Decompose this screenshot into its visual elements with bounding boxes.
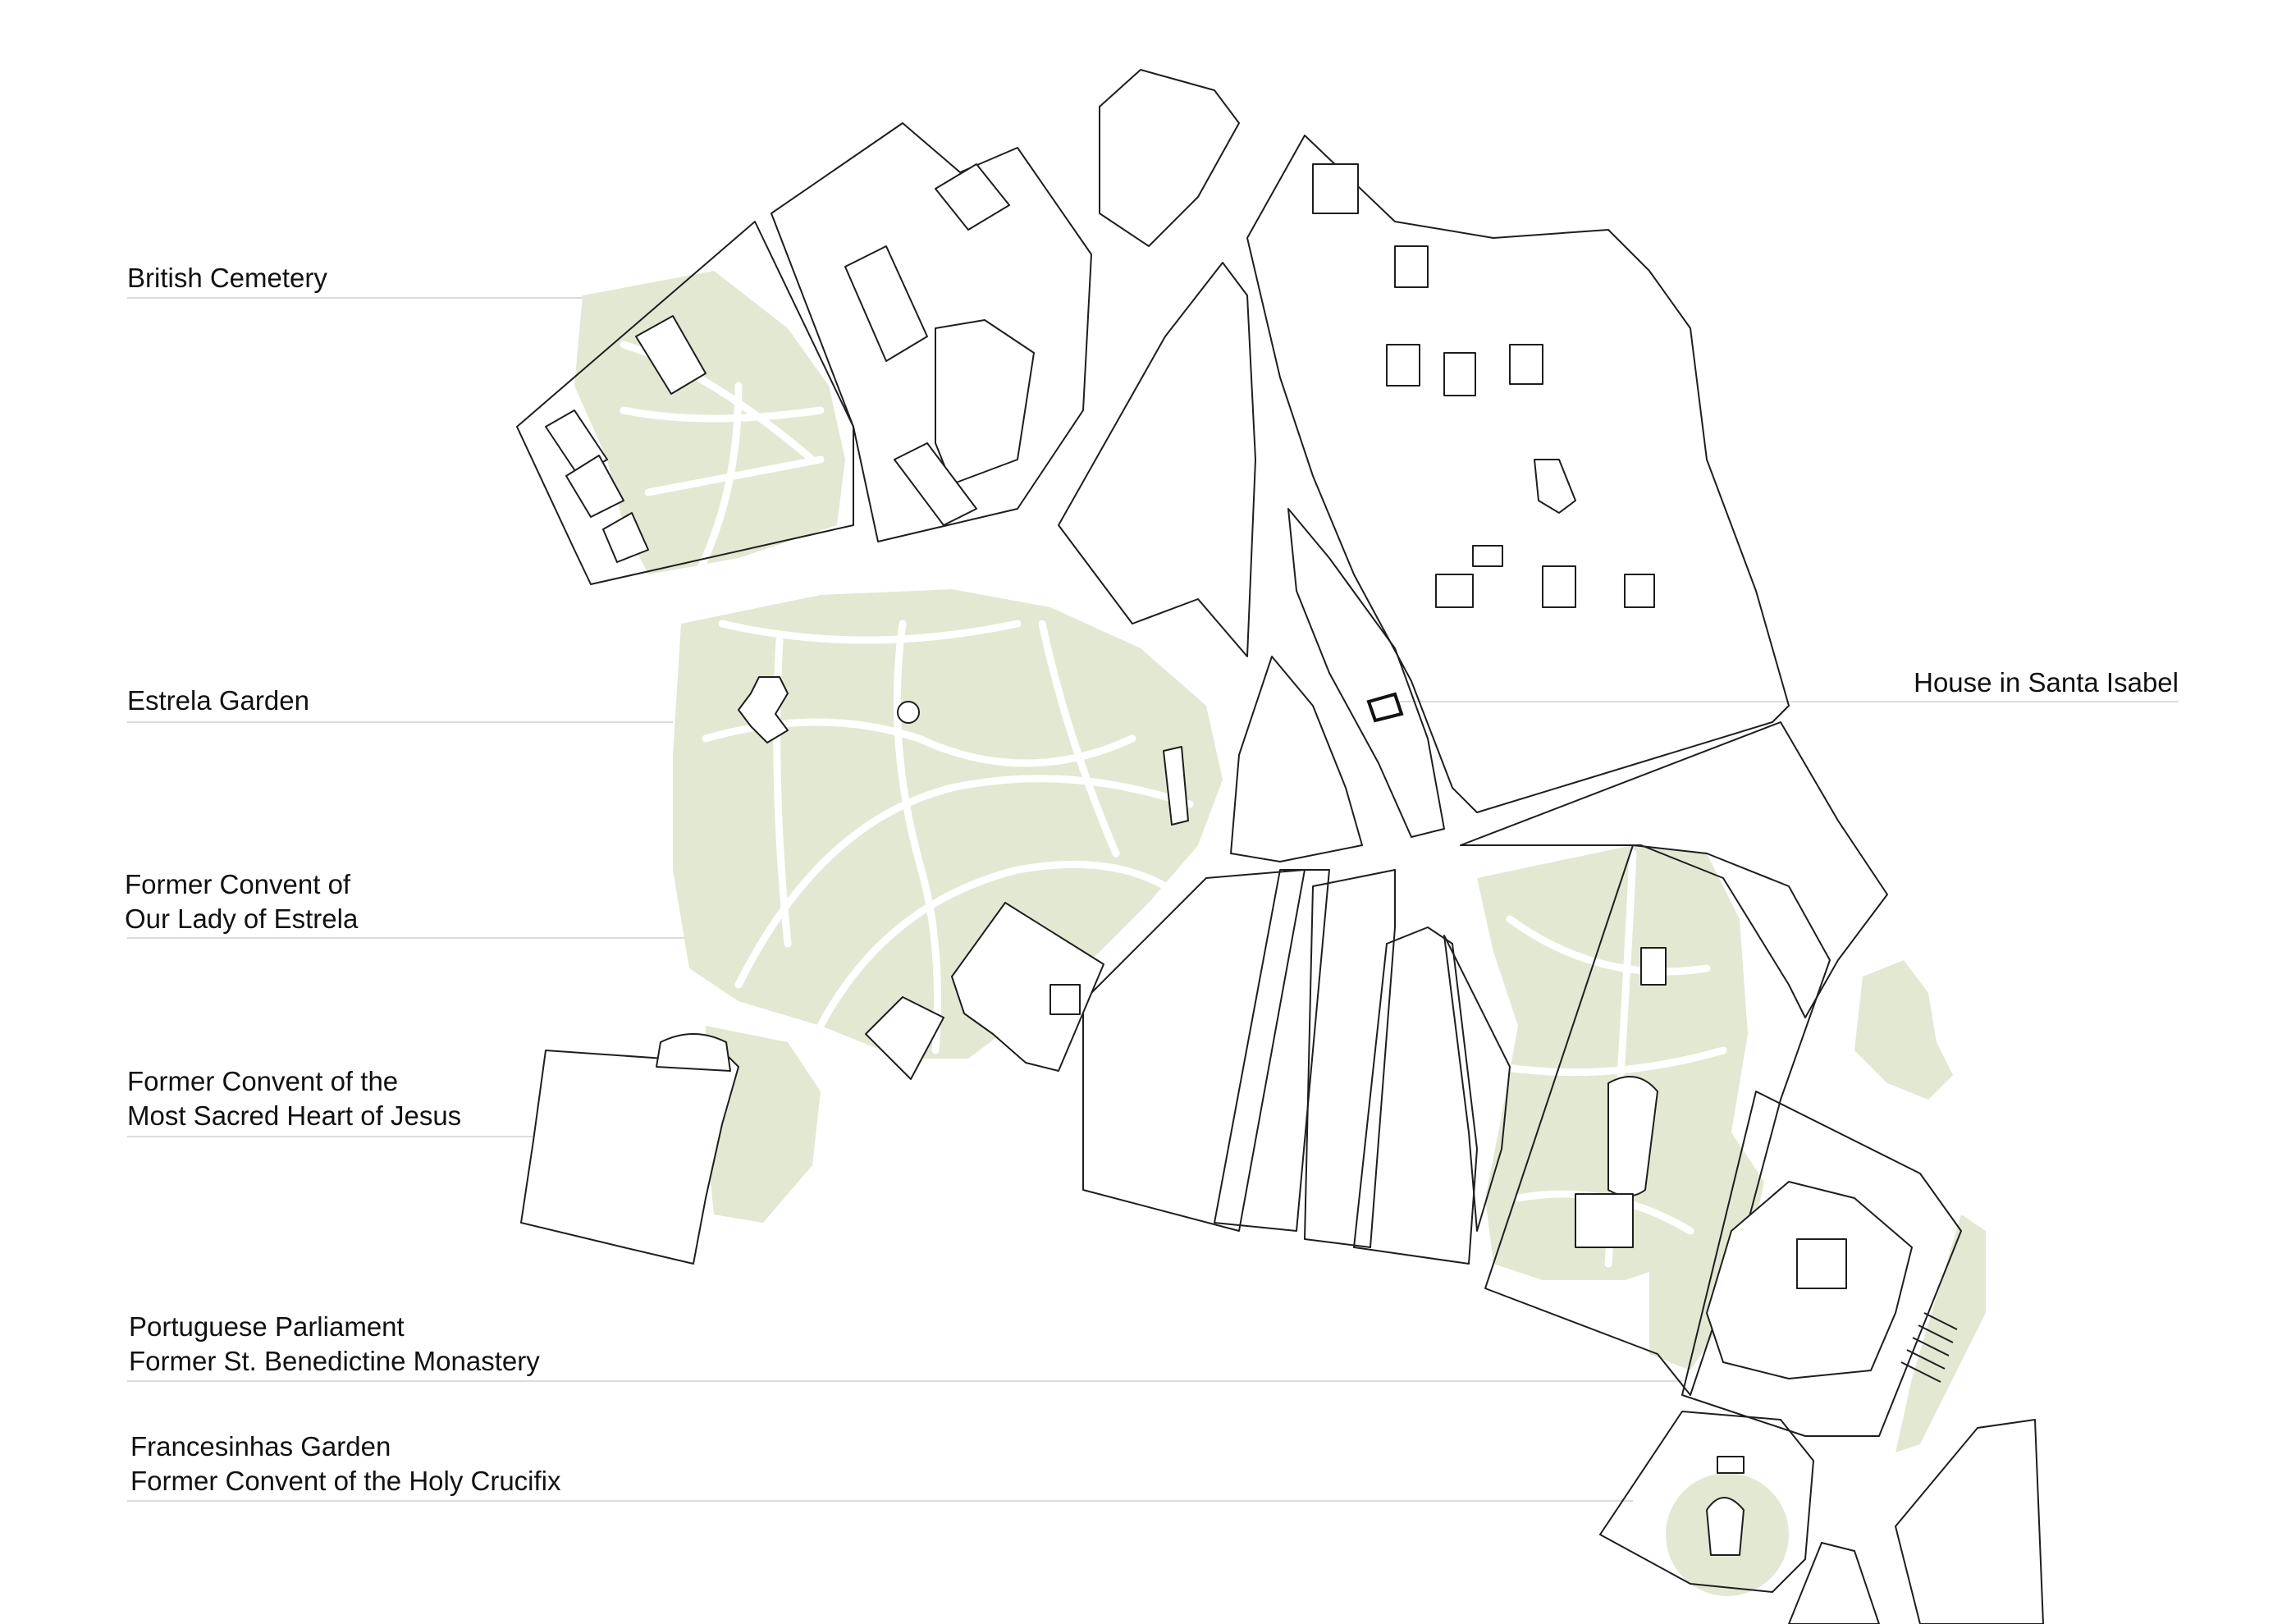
block-thin-wedge: [1287, 508, 1445, 838]
building-ne-i: [1394, 245, 1429, 288]
label-estrela-garden-line-1: Estrela Garden: [127, 685, 309, 716]
block-parliament: [1484, 844, 1831, 1396]
block-south-bottom: [1788, 1542, 1880, 1624]
building-francesinhas-kiosk: [1717, 1456, 1745, 1474]
building-nw-strip: [894, 442, 977, 526]
building-ne-g: [1624, 574, 1655, 608]
path-estrela-1: [718, 620, 1022, 644]
label-francesinhas-line-2: Former Convent of the Holy Crucifix: [130, 1466, 561, 1496]
building-ne-h: [1312, 163, 1359, 214]
block-south-east: [1895, 1419, 2044, 1624]
label-francesinhas: Francesinhas Garden Former Convent of th…: [130, 1430, 561, 1498]
block-north-west: [771, 122, 1092, 542]
path-cemetery-4: [693, 382, 743, 579]
building-estrela-pavilion: [738, 676, 789, 743]
label-british-cemetery: British Cemetery: [127, 261, 327, 295]
label-convent-estrela-line-1: Former Convent of: [125, 869, 351, 899]
building-cemetery-sw: [565, 455, 624, 518]
block-parliament-east: [1681, 1091, 1962, 1437]
green-east-strip: [1895, 1215, 1986, 1452]
block-north-east: [1246, 135, 1790, 813]
building-ne-e: [1435, 574, 1474, 608]
building-ne-b: [1443, 352, 1476, 396]
path-parliament-1: [1506, 915, 1711, 976]
path-estrela-4: [816, 860, 1169, 1030]
label-francesinhas-line-1: Francesinhas Garden: [130, 1431, 391, 1462]
building-nw-top: [935, 163, 1010, 231]
path-cemetery-3: [644, 455, 825, 496]
label-british-cemetery-line-1: British Cemetery: [127, 263, 327, 293]
building-sacred-heart: [520, 1041, 739, 1265]
block-south-west-b: [1214, 869, 1330, 1232]
building-nw-long: [935, 319, 1035, 485]
green-spaces: [568, 271, 1986, 1596]
label-house-santa-isabel-line-1: House in Santa Isabel: [1914, 667, 2179, 698]
building-sacred-heart-apse: [656, 1033, 731, 1072]
label-parliament-line-1: Portuguese Parliament: [129, 1311, 405, 1342]
label-convent-sacred-heart-line-1: Former Convent of the: [127, 1066, 399, 1096]
path-estrela-5: [893, 620, 941, 1054]
path-cemetery-2: [620, 406, 825, 423]
label-convent-estrela-line-2: Our Lady of Estrela: [125, 903, 359, 934]
building-ne-d: [1472, 545, 1503, 567]
block-north-strip: [1099, 69, 1240, 247]
building-estrela-lakehouse: [1163, 746, 1189, 826]
label-convent-estrela: Former Convent of Our Lady of Estrela: [125, 867, 358, 936]
label-convent-sacred-heart-line-2: Most Sacred Heart of Jesus: [127, 1100, 462, 1131]
label-estrela-garden: Estrela Garden: [127, 684, 309, 718]
building-basilica-dome: [1049, 984, 1081, 1015]
label-parliament: Portuguese Parliament Former St. Benedic…: [129, 1310, 540, 1379]
building-ne-f: [1542, 565, 1576, 608]
city-blocks: [516, 69, 2044, 1624]
block-british-cemetery: [516, 221, 854, 585]
building-parliament-kiosk: [1640, 947, 1667, 986]
green-estrela-garden: [673, 589, 1223, 1059]
green-parliament-strip: [1641, 1132, 1764, 1370]
path-parliament-2: [1498, 1046, 1727, 1077]
building-cemetery-south: [602, 512, 649, 563]
building-cemetery-chapel: [635, 315, 707, 395]
block-south-central-b: [1353, 926, 1478, 1265]
block-north-wedge: [1058, 262, 1256, 657]
block-east-long: [1460, 721, 1888, 1018]
block-francesinhas: [1599, 1411, 1814, 1593]
building-ne-a: [1386, 344, 1420, 387]
parliament-stairs: [1900, 1312, 1958, 1383]
leader-lines: [127, 297, 2179, 1502]
building-estrela-bandstand: [897, 701, 920, 724]
building-francesinhas-pavilion: [1706, 1497, 1745, 1556]
building-house-santa-isabel: [1366, 692, 1404, 723]
building-convent-south: [865, 996, 944, 1080]
label-parliament-line-2: Former St. Benedictine Monastery: [129, 1346, 540, 1376]
building-nw-hall: [844, 245, 928, 362]
label-convent-sacred-heart: Former Convent of the Most Sacred Heart …: [127, 1064, 461, 1133]
buildings: [520, 163, 1913, 1556]
building-ne-c: [1509, 344, 1543, 385]
block-central-west: [1230, 656, 1363, 862]
building-estrela-basilica: [951, 902, 1104, 1072]
label-house-santa-isabel: House in Santa Isabel: [1914, 666, 2179, 700]
path-estrela-7: [1038, 620, 1120, 858]
building-parliament-core: [1796, 1238, 1847, 1289]
building-parliament-residence: [1575, 1193, 1634, 1248]
block-south-central-c: [1443, 935, 1511, 1232]
path-estrela-3: [734, 775, 1194, 989]
block-south-west-a: [1082, 869, 1306, 1232]
building-ne-garden-house: [1534, 459, 1576, 514]
green-east-patch: [1854, 960, 1953, 1100]
block-south-central-a: [1304, 869, 1396, 1248]
